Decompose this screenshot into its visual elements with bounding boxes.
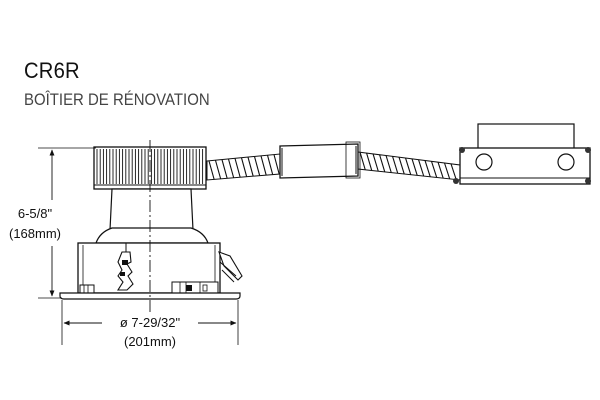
height-dimension: 6-5/8" (168mm) [9,147,96,299]
diameter-dimension: ø 7-29/32" (201mm) [61,300,239,349]
mounting-clip [117,243,134,291]
knockout-right-icon [557,153,575,171]
torsion-spring [218,251,243,283]
product-title: CR6R [24,58,80,83]
fixture-cone [95,227,209,244]
latch-box-right [171,281,219,295]
diameter-metric-label: (201mm) [124,334,176,349]
cable-connector [279,141,361,179]
junction-box [453,123,591,185]
armored-cable-left [206,153,281,181]
diameter-imperial-label: ø 7-29/32" [120,315,181,330]
height-metric-label: (168mm) [9,226,61,241]
armored-cable-right [357,151,461,181]
fixture-neck [109,188,194,231]
knockout-left-icon [475,153,493,171]
height-imperial-label: 6-5/8" [18,206,53,221]
product-subtitle: BOÎTIER DE RÉNOVATION [24,90,210,109]
